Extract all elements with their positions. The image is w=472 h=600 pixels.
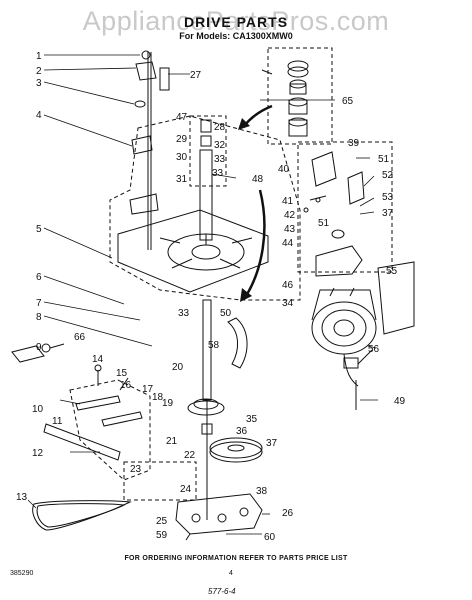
hose-58: [227, 317, 248, 369]
box-28-33: [189, 115, 227, 187]
callout-56: 56: [368, 344, 380, 355]
motor-mount-44: [315, 229, 363, 277]
box-65: [267, 47, 333, 145]
callout-38: 38: [256, 486, 268, 497]
callout-27: 27: [190, 70, 202, 81]
callout-55: 55: [386, 266, 398, 277]
callout-37b: 37: [382, 208, 394, 219]
callout-32: 32: [214, 140, 226, 151]
callout-46: 46: [282, 280, 294, 291]
callout-11: 11: [52, 416, 63, 427]
callout-15: 15: [116, 368, 128, 379]
callout-30: 30: [176, 152, 188, 163]
callout-66: 66: [74, 332, 86, 343]
callout-59: 59: [156, 530, 168, 541]
callout-8: 8: [36, 312, 42, 323]
ordering-note: FOR ORDERING INFORMATION REFER TO PARTS …: [124, 555, 348, 562]
clutch-19: [187, 398, 225, 435]
callout-13: 13: [16, 492, 28, 503]
linkage-parts: [11, 343, 143, 461]
callout-33b: 33: [212, 168, 224, 179]
callout-47: 47: [176, 112, 188, 123]
callout-35: 35: [246, 414, 258, 425]
leader-lines: [27, 54, 378, 535]
document-number: 385290: [10, 570, 34, 577]
callout-20: 20: [172, 362, 184, 373]
callout-50: 50: [220, 308, 232, 319]
center-shaft: [199, 119, 213, 520]
callout-31: 31: [176, 174, 188, 185]
box-linkage: [69, 379, 151, 481]
callout-29: 29: [176, 134, 188, 145]
callout-numbers: 1 2 3 4 5 6 7 8 9 10 11 12 13 14 15 16 1…: [16, 51, 406, 543]
callout-4: 4: [36, 110, 42, 121]
callout-19: 19: [162, 398, 174, 409]
callout-60: 60: [264, 532, 276, 543]
diagram-subtitle: For Models: CA1300XMW0: [179, 31, 293, 41]
callout-43: 43: [284, 224, 296, 235]
callout-21: 21: [166, 436, 178, 447]
gearcase-26: [175, 493, 263, 541]
callout-39: 39: [348, 138, 360, 149]
callout-5: 5: [36, 224, 42, 235]
capacitor-56: [343, 349, 373, 369]
callout-25: 25: [156, 516, 168, 527]
callout-7: 7: [36, 298, 42, 309]
callout-51b: 51: [318, 218, 330, 229]
bracket-40-52: [303, 151, 365, 213]
callout-52: 52: [382, 170, 394, 181]
box-tub-base: [109, 115, 301, 301]
callout-44: 44: [282, 238, 294, 249]
callout-49: 49: [394, 396, 406, 407]
callout-16: 16: [120, 380, 132, 391]
group-boxes: [69, 47, 393, 501]
callout-6: 6: [36, 272, 42, 283]
box-motor-mount: [297, 141, 393, 273]
callout-33c: 33: [178, 308, 190, 319]
callout-26: 26: [282, 508, 294, 519]
callout-37a: 37: [266, 438, 278, 449]
diagram-title: DRIVE PARTS: [183, 14, 289, 30]
callout-42: 42: [284, 210, 296, 221]
callout-36: 36: [236, 426, 248, 437]
callout-1: 1: [36, 51, 42, 62]
callout-23: 23: [130, 464, 142, 475]
kit-65-parts: [261, 60, 309, 137]
callout-51a: 51: [378, 154, 390, 165]
page-number: 4: [229, 570, 233, 577]
revision-code: 577-6-4: [208, 587, 236, 596]
callout-14: 14: [92, 354, 104, 365]
callout-33a: 33: [214, 154, 226, 165]
callout-48: 48: [252, 174, 264, 185]
callout-22: 22: [184, 450, 196, 461]
callout-3: 3: [36, 78, 42, 89]
callout-10: 10: [32, 404, 44, 415]
callout-58: 58: [208, 340, 220, 351]
callout-53: 53: [382, 192, 394, 203]
callout-2: 2: [36, 66, 42, 77]
callout-65: 65: [342, 96, 354, 107]
callout-18: 18: [152, 392, 164, 403]
pulley-38: [209, 437, 263, 463]
callout-9: 9: [36, 342, 42, 353]
callout-40: 40: [278, 164, 290, 175]
motor-46: [311, 287, 377, 387]
plate-55: [377, 261, 415, 335]
left-rod-assembly: [129, 50, 170, 250]
callout-17: 17: [142, 384, 154, 395]
callout-28: 28: [214, 122, 226, 133]
callout-34: 34: [282, 298, 294, 309]
watermark: AppliancePartsPros.com: [82, 6, 390, 36]
callout-41: 41: [282, 196, 294, 207]
callout-24: 24: [180, 484, 192, 495]
callout-12: 12: [32, 448, 44, 459]
tub-base-plate: [117, 209, 269, 293]
